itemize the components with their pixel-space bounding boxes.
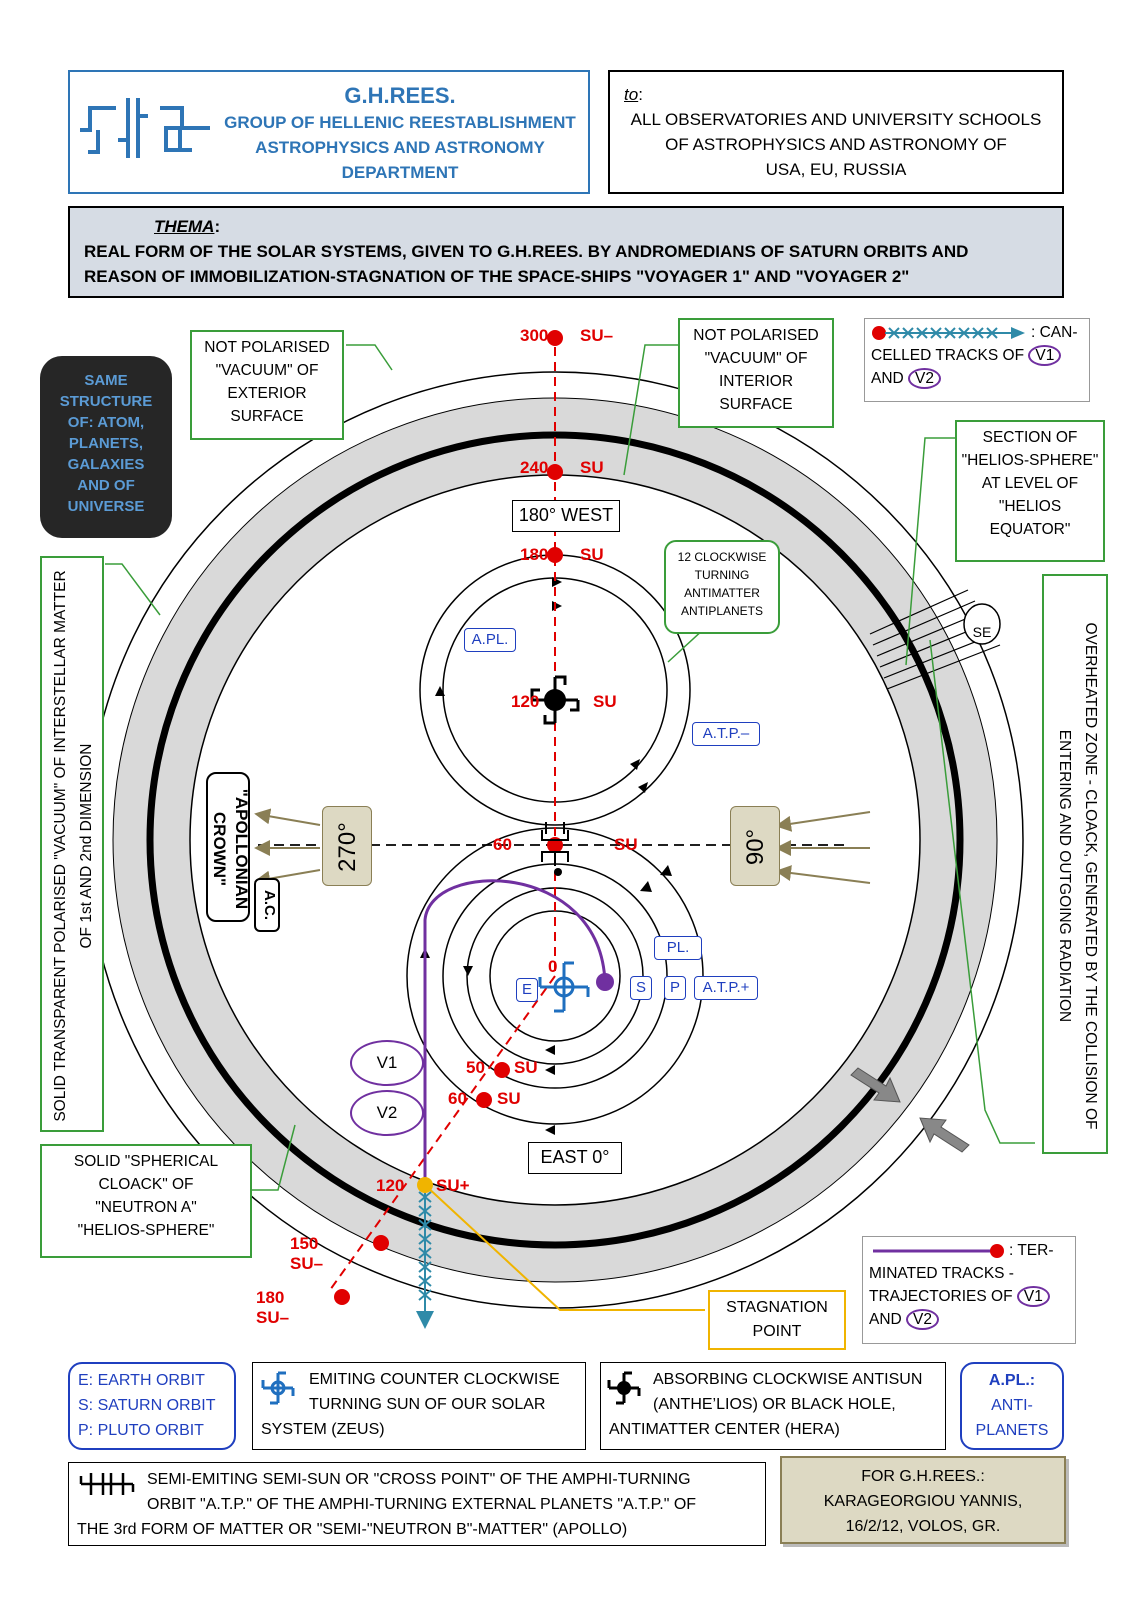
su-120b-value: 120 [376,1176,405,1195]
su-50-unit: SU [514,1058,538,1077]
e-label: E [516,978,538,1002]
thema-line-2: REASON OF IMMOBILIZATION-STAGNATION OF T… [84,267,910,286]
su-240-unit: SU [580,458,604,477]
atp-minus-label: A.T.P.– [692,722,760,746]
thema-label: THEMA [154,217,215,236]
cancelled-track-crosses [418,1191,432,1301]
thema-line-1: REAL FORM OF THE SOLAR SYSTEMS, GIVEN TO… [84,242,969,261]
sun-icon [261,1371,295,1405]
ac-label-box: A.C. [254,878,280,932]
emiting-sun-legend: EMITING COUNTER CLOCKWISE TURNING SUN OF… [252,1362,586,1450]
su-180-value: 180 [520,545,549,564]
pl-label: PL. [654,936,702,960]
apollonian-crown-box: "APOLLONIAN CROWN" [206,772,251,922]
same-structure-box: SAME STRUCTURE OF: ATOM, PLANETS, GALAXI… [40,356,172,538]
sun-symbol [538,961,590,1013]
su-240-value: 240 [520,458,549,477]
deg270-box: 270° [322,806,372,886]
recipient-line-3: USA, EU, RUSSIA [765,160,907,179]
recipient-box: to: ALL OBSERVATORIES AND UNIVERSITY SCH… [608,70,1064,194]
su-300-value: 300 [520,326,549,345]
v1-badge-2: V1 [1016,1286,1050,1307]
cross-point-legend: SEMI-EMITING SEMI-SUN OR "CROSS POINT" O… [68,1462,766,1546]
interstellar-matter-callout: SOLID TRANSPARENT POLARISED "VACUUM" OF … [40,556,104,1132]
su-120b-unit: SU+ [436,1176,470,1195]
deg90-box: 90° [730,806,780,886]
atp-plus-label: A.T.P.+ [694,976,758,1000]
organization-header: G.H.REES. GROUP OF HELLENIC REESTABLISHM… [68,70,590,194]
thema-box: THEMA: REAL FORM OF THE SOLAR SYSTEMS, G… [68,206,1064,298]
absorbing-antisun-legend: ABSORBING CLOCKWISE ANTISUN (ANTHE’LIOS)… [600,1362,946,1450]
recipient-line-1: ALL OBSERVATORIES AND UNIVERSITY SCHOOLS [630,110,1042,129]
terminated-track-sample [873,1243,1004,1258]
v1-oval: V1 [350,1040,424,1086]
neutron-a-cloack-callout: SOLID "SPHERICAL CLOACK" OF "NEUTRON A" … [40,1144,252,1258]
diagonal-axis [329,975,556,1291]
stagnation-point-callout: STAGNATION POINT [708,1290,846,1350]
cancelled-tracks-legend: : CAN- CELLED TRACKS OF V1 AND V2 [864,318,1090,402]
su-120-unit: SU [593,692,617,711]
apl-label: A.PL. [464,628,516,652]
helios-section-callout: SECTION OF "HELIOS-SPHERE" AT LEVEL OF "… [955,420,1105,562]
antisun-icon [607,1371,641,1405]
orbits-legend: E: EARTH ORBIT S: SATURN ORBIT P: PLUTO … [68,1362,236,1450]
su-60-unit: SU [614,835,638,854]
p-label: P [664,976,686,1000]
overheated-zone-callout: OVERHEATED ZONE - CLOACK, GENERATED BY T… [1042,574,1108,1154]
su-300-unit: SU– [580,326,614,345]
cross-point-symbol [541,822,569,866]
to-label: to [624,85,639,104]
terminated-tracks-legend: : TER- MINATED TRACKS - TRAJECTORIES OF … [862,1236,1076,1344]
su-60b-value: 60 [448,1089,467,1108]
collision-arrows [850,1067,970,1153]
org-name: G.H.REES. [344,83,456,108]
org-line-3: DEPARTMENT [341,163,459,182]
su-50-value: 50 [466,1058,485,1077]
incoming-arrows [775,811,871,884]
recipient-line-2: OF ASTROPHYSICS AND ASTRONOMY OF [665,135,1007,154]
west-label: 180° WEST [512,500,620,532]
exterior-vacuum-callout: NOT POLARISED "VACUUM" OF EXTERIOR SURFA… [190,330,344,440]
antiplanets-legend: A.PL.: ANTI- PLANETS [960,1362,1064,1450]
su-150-label: 150 SU– [290,1234,324,1273]
su-180b-label: 180 SU– [256,1288,290,1327]
su-60-value: 60 [493,835,512,854]
v2-oval: V2 [350,1090,424,1136]
org-line-2: ASTROPHYSICS AND ASTRONOMY [255,138,545,157]
cross-point-icon [79,1473,135,1495]
su-60b-unit: SU [497,1089,521,1108]
se-label: SE [972,624,992,640]
antimatter-antiplanets-callout: 12 CLOCKWISE TURNING ANTIMATTER ANTIPLAN… [664,540,780,634]
cancelled-track-sample [872,325,1025,340]
su-0-value: 0 [548,957,558,976]
east-label: EAST 0° [528,1142,622,1174]
v2-badge-2: V2 [906,1309,940,1330]
su-120-value: 120 [511,692,540,711]
callout-leaders [105,344,1035,1191]
s-label: S [630,976,652,1000]
v1-badge: V1 [1028,345,1062,366]
ghrees-logo [80,98,210,158]
voyager-trajectory [423,879,607,1185]
se-marker [963,603,1001,645]
v2-badge: V2 [908,368,942,389]
signature-box: FOR G.H.REES.: KARAGEORGIOU YANNIS, 16/2… [780,1456,1066,1544]
su-180-unit: SU [580,545,604,564]
org-line-1: GROUP OF HELLENIC REESTABLISHMENT [224,113,576,132]
interior-vacuum-callout: NOT POLARISED "VACUUM" OF INTERIOR SURFA… [678,318,834,428]
